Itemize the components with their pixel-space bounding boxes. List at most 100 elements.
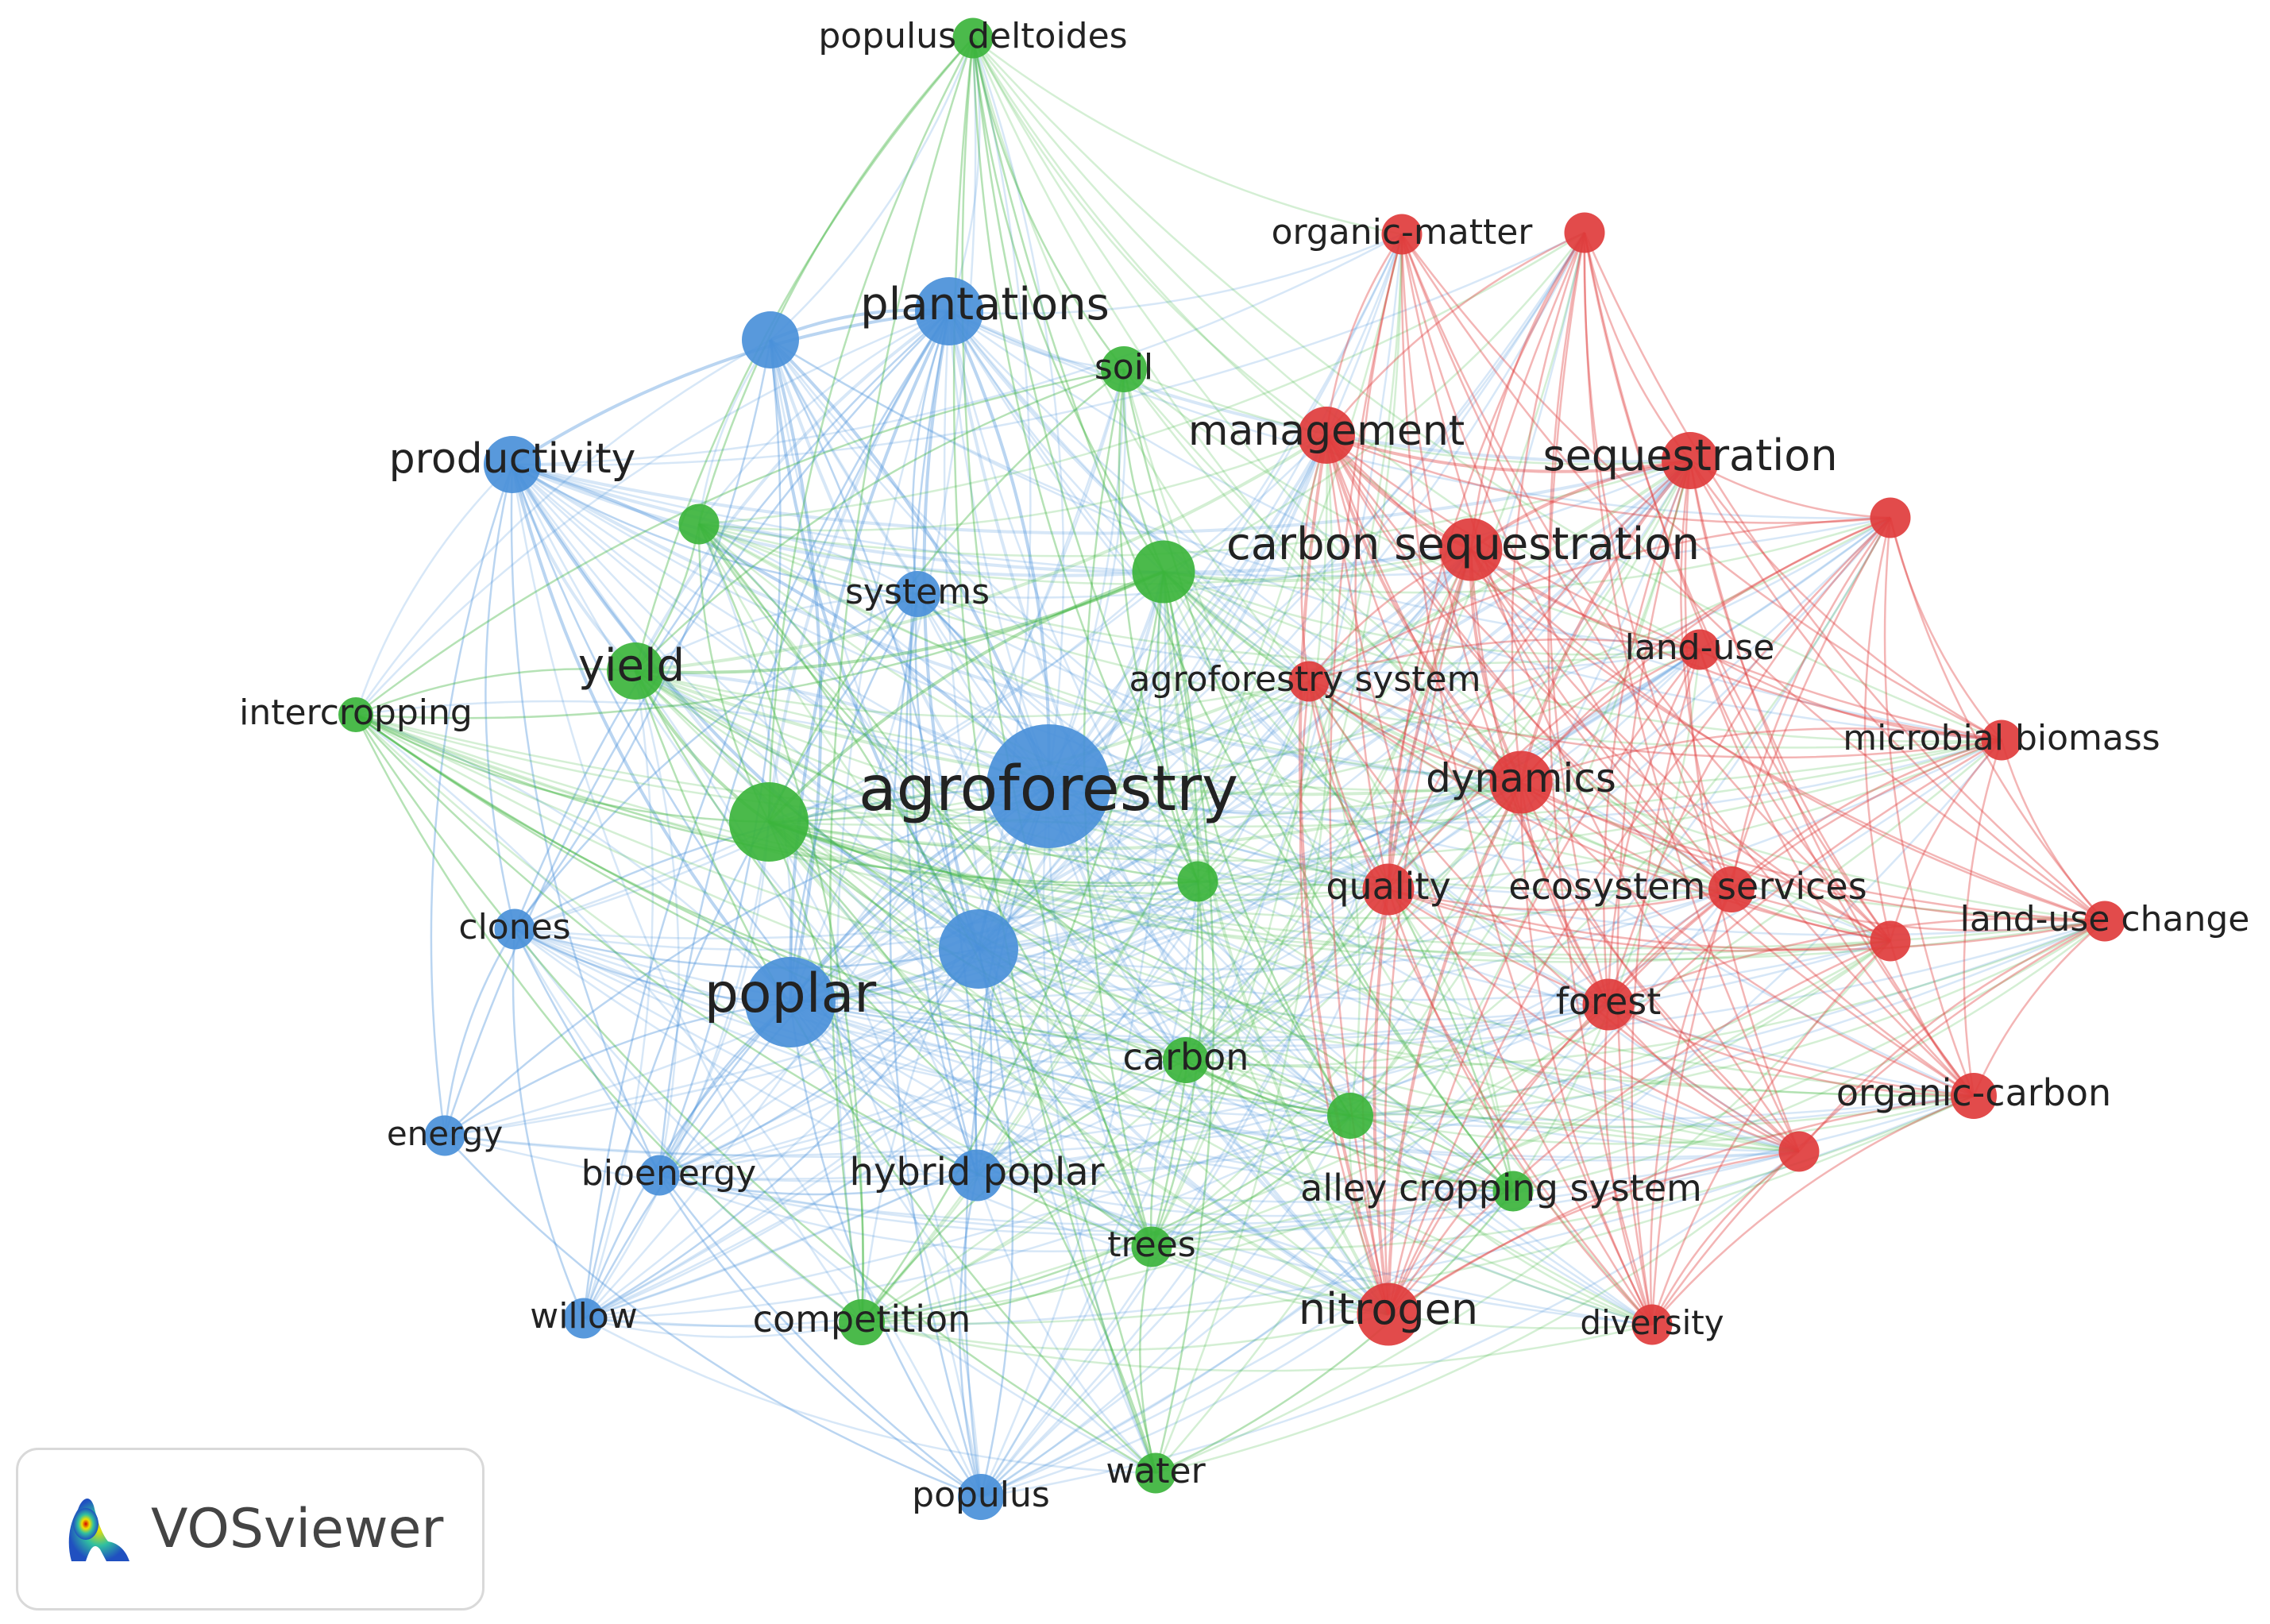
- network-edge: [770, 338, 1701, 651]
- network-edge: [948, 311, 1187, 1061]
- node-systems[interactable]: [894, 571, 940, 617]
- network-edge: [1400, 233, 1891, 942]
- network-edge: [698, 523, 918, 596]
- node-quality[interactable]: [1362, 863, 1415, 916]
- node-green-unlabeled-4[interactable]: [1177, 861, 1218, 902]
- node-management[interactable]: [1298, 407, 1355, 464]
- node-red-unlabeled-1[interactable]: [1564, 212, 1605, 253]
- node-soil[interactable]: [1101, 346, 1147, 392]
- network-edge: [1155, 460, 1692, 1474]
- network-edge: [511, 310, 950, 466]
- node-green-unlabeled-5[interactable]: [1327, 1093, 1373, 1139]
- network-edge: [789, 1001, 983, 1498]
- label-layer: agroforestryplantationsproductivitysyste…: [239, 16, 2249, 1515]
- node-carbon-sequestration[interactable]: [1439, 518, 1503, 581]
- network-edge: [1151, 1115, 1351, 1248]
- node-energy[interactable]: [424, 1115, 465, 1156]
- node-alley-cropping-system[interactable]: [1492, 1171, 1534, 1212]
- node-intercropping[interactable]: [338, 697, 373, 732]
- network-edge: [634, 310, 951, 672]
- node-green-unlabeled-1[interactable]: [678, 503, 720, 545]
- network-edge: [355, 713, 1389, 896]
- node-organic-carbon[interactable]: [1951, 1073, 1997, 1119]
- network-edge: [355, 713, 1522, 824]
- node-willow[interactable]: [563, 1298, 604, 1339]
- network-edge: [1162, 571, 1609, 1006]
- network-edge: [1387, 649, 1701, 1315]
- network-edge: [1163, 548, 1472, 583]
- network-edge: [1308, 680, 2002, 759]
- network-edge: [355, 713, 1187, 1062]
- node-clones[interactable]: [494, 908, 535, 950]
- node-blue-unlabeled-1[interactable]: [742, 311, 799, 368]
- network-edge: [511, 464, 1187, 1062]
- node-agroforestry[interactable]: [986, 724, 1110, 848]
- network-edge: [1963, 739, 2003, 1097]
- network-edge: [1325, 434, 1654, 1325]
- network-edge: [1307, 681, 1515, 1192]
- network-edge: [977, 947, 1389, 1316]
- node-green-unlabeled-2[interactable]: [1132, 540, 1195, 604]
- network-edge: [1798, 920, 2106, 1152]
- node-microbial-biomass[interactable]: [1981, 719, 2022, 761]
- network-edge: [582, 311, 951, 1319]
- node-red-unlabeled-2[interactable]: [1870, 497, 1911, 538]
- node-poplar[interactable]: [745, 957, 836, 1047]
- network-edge: [1388, 889, 1800, 1153]
- network-edge: [444, 1135, 982, 1499]
- node-red-unlabeled-3[interactable]: [1870, 920, 1911, 962]
- label-forest: forest: [1556, 980, 1662, 1023]
- network-edge: [1388, 1150, 1800, 1316]
- node-plantations[interactable]: [915, 277, 983, 345]
- node-agroforestry-system[interactable]: [1288, 661, 1330, 702]
- node-diversity[interactable]: [1631, 1304, 1673, 1345]
- node-bioenergy[interactable]: [639, 1155, 680, 1196]
- network-edge: [355, 713, 1351, 1117]
- network-edge: [658, 232, 1586, 1177]
- network-edge: [1325, 434, 1800, 1152]
- network-edge: [1185, 1059, 1975, 1128]
- network-edge: [1122, 368, 1653, 1325]
- node-green-unlabeled-3[interactable]: [729, 782, 809, 862]
- node-red-unlabeled-4[interactable]: [1778, 1131, 1820, 1172]
- network-edge: [1325, 434, 1891, 943]
- node-blue-unlabeled-2[interactable]: [939, 909, 1018, 989]
- network-edge: [1470, 549, 1701, 651]
- node-productivity[interactable]: [484, 436, 541, 493]
- node-hybrid-poplar[interactable]: [951, 1149, 1003, 1202]
- node-populus-deltoides[interactable]: [952, 17, 994, 59]
- node-competition[interactable]: [839, 1299, 885, 1345]
- node-dynamics[interactable]: [1489, 750, 1553, 814]
- network-edge: [1329, 233, 1403, 1315]
- node-land-use-change[interactable]: [2084, 901, 2125, 942]
- network-edge: [355, 714, 983, 1498]
- network-edge: [430, 464, 514, 1136]
- node-land-use[interactable]: [1679, 629, 1720, 670]
- node-water[interactable]: [1135, 1452, 1176, 1494]
- network-edge: [355, 714, 1152, 1248]
- network-edge: [767, 820, 1389, 1316]
- node-trees[interactable]: [1131, 1226, 1172, 1267]
- network-edge: [769, 339, 823, 1003]
- network-edge: [582, 1001, 791, 1319]
- node-populus[interactable]: [958, 1474, 1004, 1520]
- node-sequestration[interactable]: [1662, 432, 1719, 489]
- network-edge: [789, 1001, 1187, 1065]
- network-edge: [767, 821, 865, 1323]
- node-yield[interactable]: [607, 642, 664, 700]
- node-organic-matter[interactable]: [1381, 214, 1423, 255]
- network-edge: [948, 311, 1800, 1153]
- node-forest[interactable]: [1582, 978, 1635, 1031]
- network-edge: [658, 1150, 1800, 1233]
- network-edge: [1151, 920, 2106, 1248]
- network-edge: [978, 648, 1701, 951]
- network-edge: [861, 1321, 1653, 1372]
- node-carbon[interactable]: [1163, 1037, 1209, 1083]
- node-ecosystem-services[interactable]: [1708, 866, 1755, 912]
- node-nitrogen[interactable]: [1357, 1283, 1420, 1346]
- network-edge: [917, 593, 1800, 1153]
- network-edge: [1519, 459, 1692, 783]
- network-edge: [355, 310, 950, 716]
- network-edge: [980, 517, 1892, 1499]
